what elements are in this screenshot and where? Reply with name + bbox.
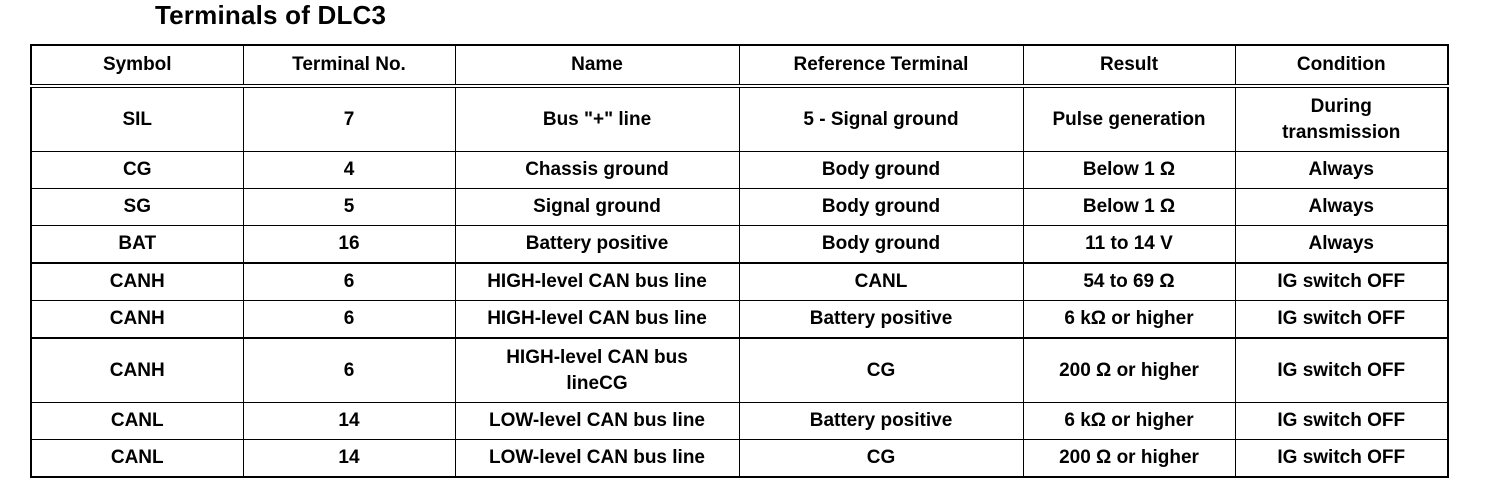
cell-result: 6 kΩ or higher [1022,402,1236,440]
cell-reference: 5 - Signal ground [738,85,1024,152]
cell-name: HIGH-level CAN bus line [454,300,740,339]
cell-terminal: 6 [242,262,456,301]
cell-name: Signal ground [454,188,740,226]
column-header-result: Result [1022,44,1236,88]
cell-condition: IG switch OFF [1234,300,1449,339]
cell-terminal: 14 [242,402,456,440]
cell-reference: Battery positive [738,300,1024,339]
cell-result: 6 kΩ or higher [1022,300,1236,339]
cell-condition: IG switch OFF [1234,337,1449,403]
cell-result: Pulse generation [1022,85,1236,152]
cell-condition: Always [1234,151,1449,189]
table-row: SIL 7 Bus "+" line 5 - Signal ground Pul… [30,85,1449,152]
cell-terminal: 6 [242,300,456,339]
cell-result: 54 to 69 Ω [1022,262,1236,301]
cell-reference: CANL [738,262,1024,301]
cell-reference: CG [738,439,1024,478]
cell-reference: Body ground [738,188,1024,226]
table-row: CANL 14 LOW-level CAN bus line CG 200 Ω … [30,439,1449,478]
cell-symbol: CANL [30,402,244,440]
cell-condition: IG switch OFF [1234,262,1449,301]
cell-name: LOW-level CAN bus line [454,439,740,478]
table-header-row: Symbol Terminal No. Name Reference Termi… [30,44,1449,88]
table-row: BAT 16 Battery positive Body ground 11 t… [30,225,1449,264]
cell-symbol: CANL [30,439,244,478]
page-title: Terminals of DLC3 [155,0,387,30]
cell-condition: During transmission [1234,85,1449,152]
cell-name: HIGH-level CAN bus lineCG [454,337,740,403]
cell-symbol: BAT [30,225,244,264]
cell-symbol: SG [30,188,244,226]
cell-terminal: 14 [242,439,456,478]
cell-symbol: SIL [30,85,244,152]
cell-result: Below 1 Ω [1022,151,1236,189]
cell-terminal: 6 [242,337,456,403]
cell-terminal: 5 [242,188,456,226]
column-header-terminal-no: Terminal No. [242,44,456,88]
table-row: CANH 6 HIGH-level CAN bus line Battery p… [30,300,1449,339]
cell-result: 200 Ω or higher [1022,439,1236,478]
cell-name: Chassis ground [454,151,740,189]
cell-condition: IG switch OFF [1234,402,1449,440]
cell-symbol: CANH [30,262,244,301]
cell-reference: Body ground [738,225,1024,264]
column-header-symbol: Symbol [30,44,244,88]
cell-reference: Battery positive [738,402,1024,440]
table-row: CANL 14 LOW-level CAN bus line Battery p… [30,402,1449,440]
cell-condition: IG switch OFF [1234,439,1449,478]
cell-reference: CG [738,337,1024,403]
cell-result: 200 Ω or higher [1022,337,1236,403]
cell-terminal: 16 [242,225,456,264]
column-header-condition: Condition [1234,44,1449,88]
cell-condition: Always [1234,225,1449,264]
table-row: SG 5 Signal ground Body ground Below 1 Ω… [30,188,1449,226]
table-row: CANH 6 HIGH-level CAN bus line CANL 54 t… [30,262,1449,301]
cell-symbol: CANH [30,337,244,403]
cell-terminal: 7 [242,85,456,152]
column-header-name: Name [454,44,740,88]
cell-name: Battery positive [454,225,740,264]
table-row: CANH 6 HIGH-level CAN bus lineCG CG 200 … [30,337,1449,403]
cell-condition: Always [1234,188,1449,226]
cell-result: 11 to 14 V [1022,225,1236,264]
cell-name: Bus "+" line [454,85,740,152]
cell-symbol: CG [30,151,244,189]
cell-result: Below 1 Ω [1022,188,1236,226]
table-row: CG 4 Chassis ground Body ground Below 1 … [30,151,1449,189]
dlc3-terminal-table: Symbol Terminal No. Name Reference Termi… [30,44,1449,478]
cell-symbol: CANH [30,300,244,339]
cell-name: LOW-level CAN bus line [454,402,740,440]
cell-terminal: 4 [242,151,456,189]
cell-reference: Body ground [738,151,1024,189]
column-header-reference-terminal: Reference Terminal [738,44,1024,88]
cell-name: HIGH-level CAN bus line [454,262,740,301]
